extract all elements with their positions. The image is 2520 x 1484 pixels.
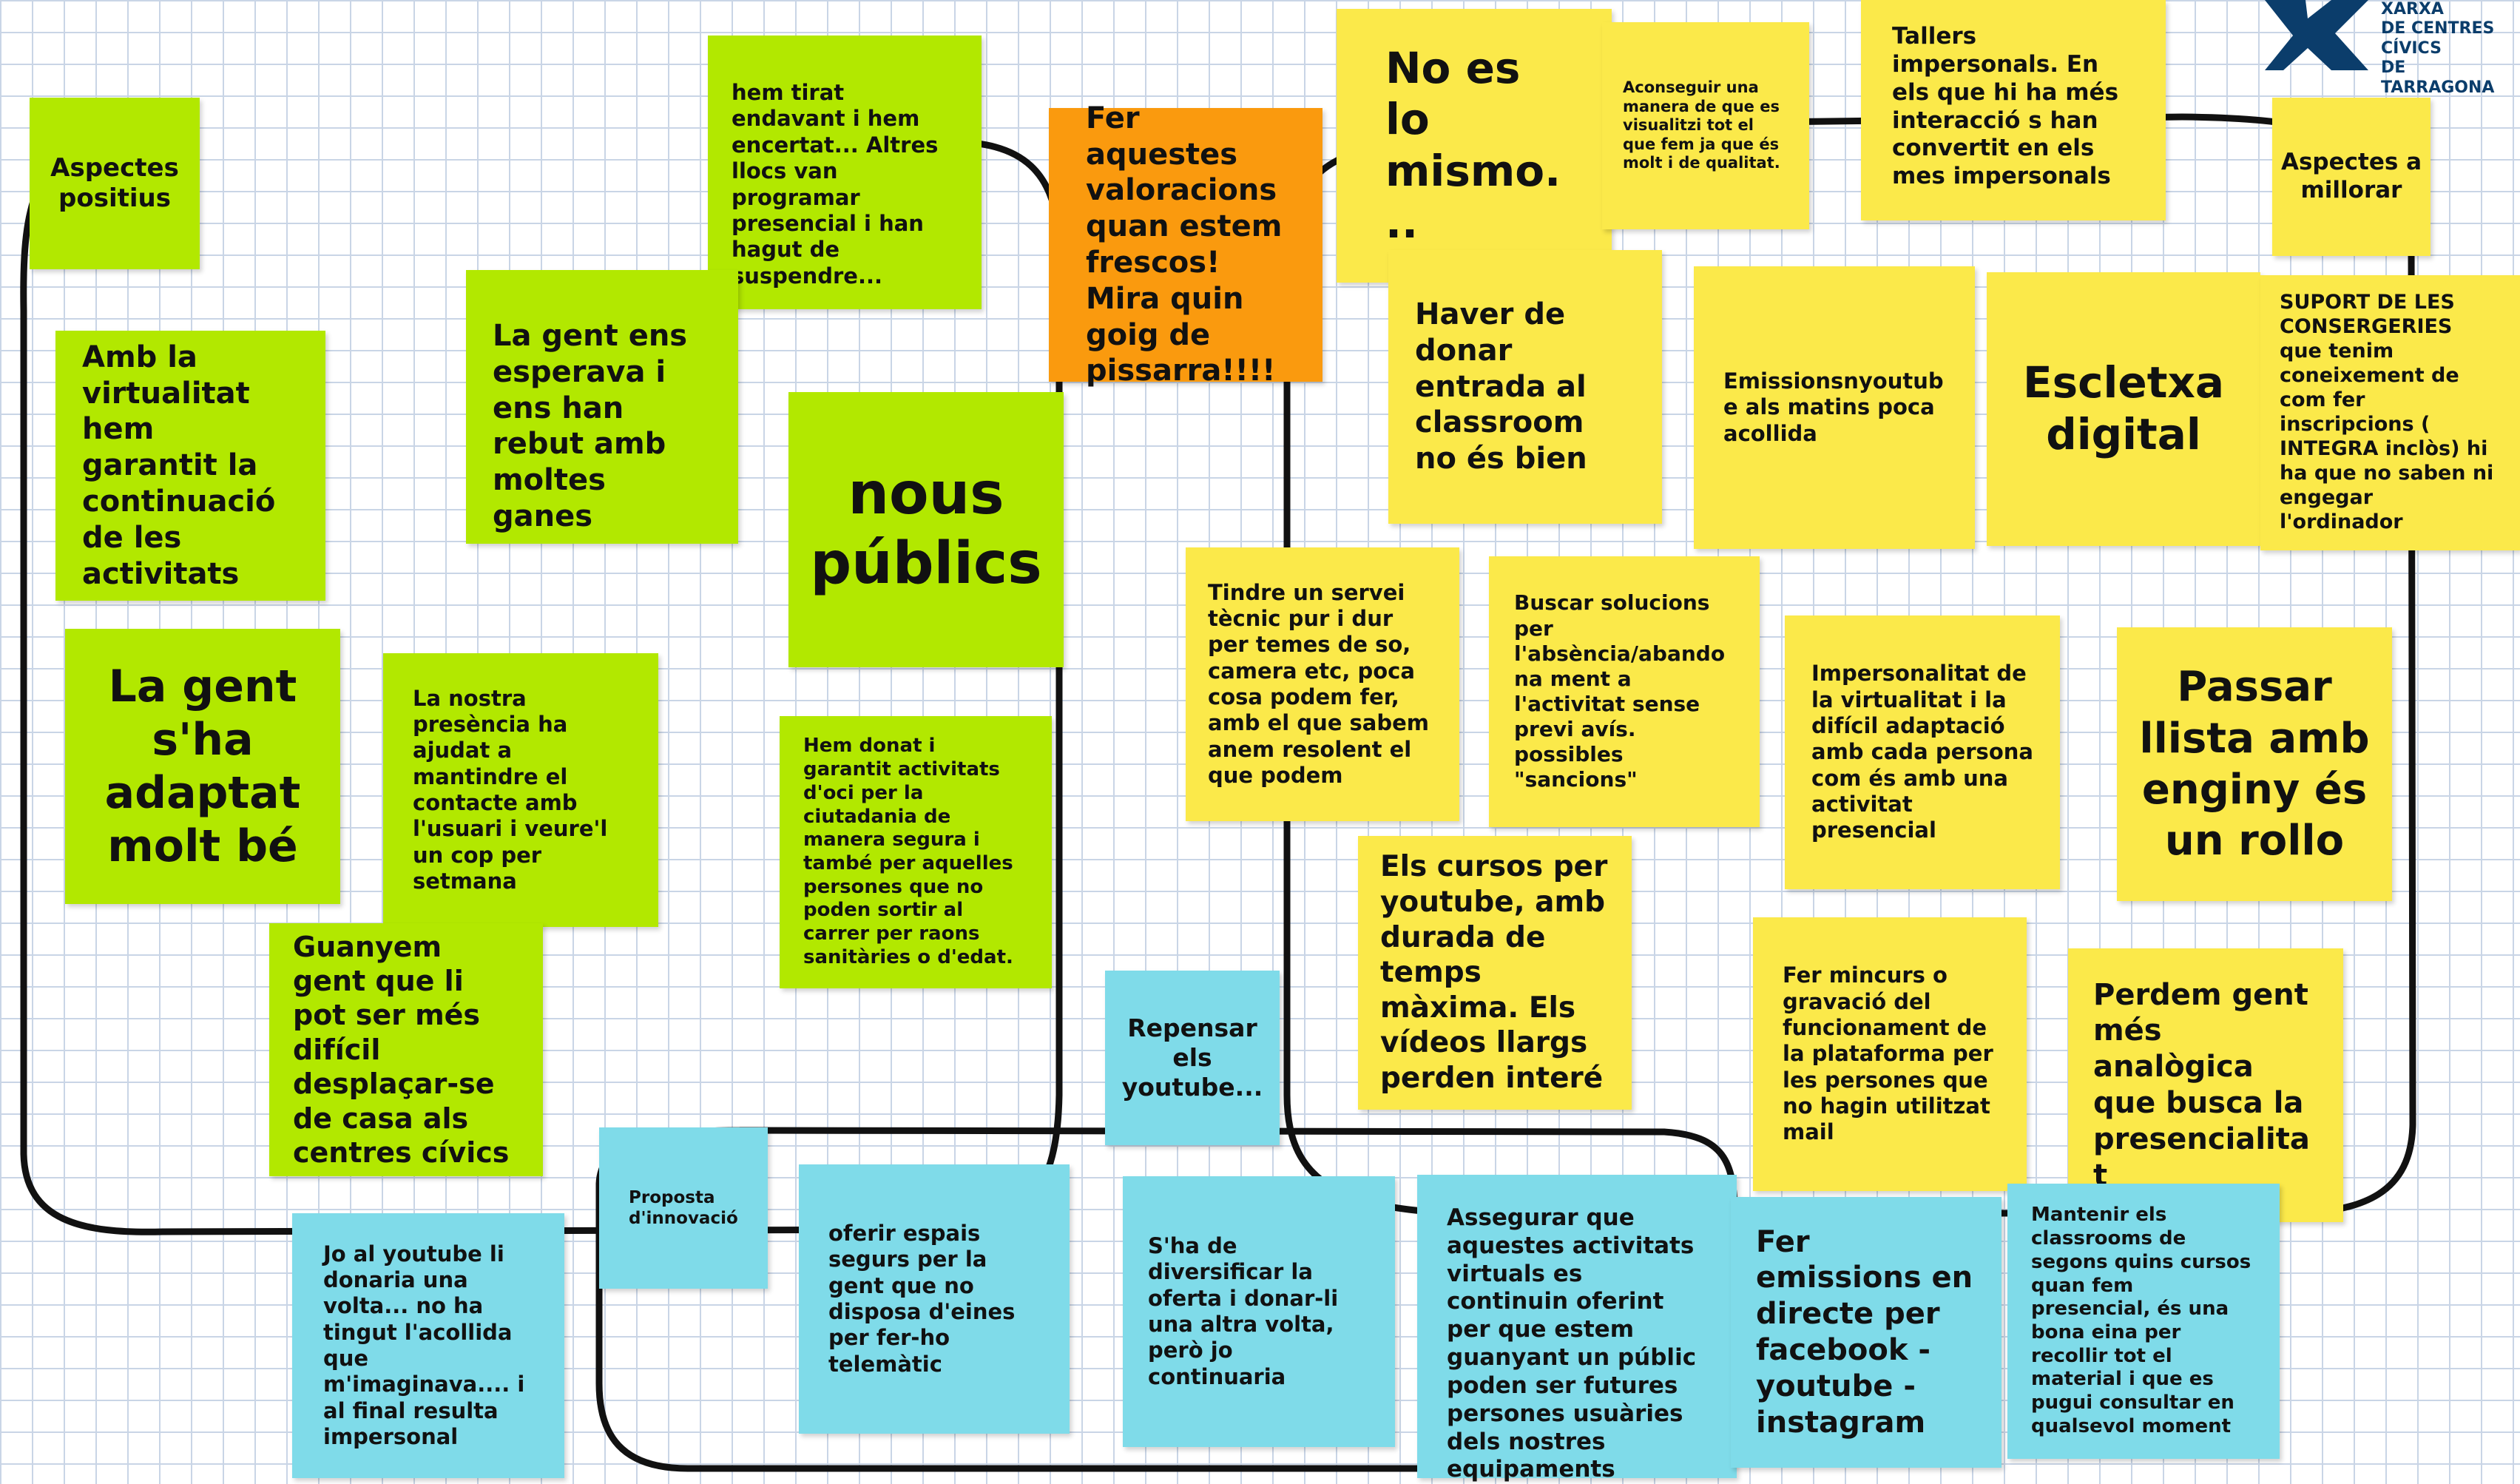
note-la-gent-ens-esperava[interactable]: La gent ens esperava i ens han rebut amb… [466, 270, 738, 544]
note-aspectes-a-millorar[interactable]: Aspectes a millorar [2272, 98, 2431, 256]
note-repensar-els-youtube[interactable]: Repensar els youtube... [1105, 971, 1280, 1145]
note-buscar-solucions[interactable]: Buscar solucions per l'absència/abandona… [1489, 556, 1760, 827]
logo-icon [2265, 0, 2368, 70]
note-impersonalitat[interactable]: Impersonalitat de la virtualitat i la di… [1785, 615, 2060, 889]
logo-line-4: DE TARRAGONA [2381, 58, 2495, 97]
note-hem-tirat-endavant[interactable]: hem tirat endavant i hem encertat... Alt… [708, 36, 982, 309]
note-tallers-impersonals[interactable]: Tallers impersonals. En els que hi ha mé… [1861, 0, 2166, 220]
note-amb-la-virtualitat[interactable]: Amb la virtualitat hem garantit la conti… [55, 331, 325, 601]
logo-line-1: XARXA [2381, 0, 2444, 18]
note-nous-publics[interactable]: nous públics [788, 392, 1064, 667]
note-els-cursos-per-youtube[interactable]: Els cursos per youtube, amb durada de te… [1358, 836, 1632, 1110]
note-escletxa-digital[interactable]: Escletxa digital [1987, 272, 2260, 546]
note-fer-emissions[interactable]: Fer emissions en directe per facebook - … [1731, 1197, 2002, 1468]
note-guanyem-gent[interactable]: Guanyem gent que li pot ser més difícil … [269, 923, 543, 1176]
note-fer-aquestes-valoracions[interactable]: Fer aquestes valoracions quan estem fres… [1049, 101, 1323, 388]
note-proposta-innovacio[interactable]: Proposta d'innovació [599, 1127, 768, 1289]
note-la-gent-sha-adaptat[interactable]: La gent s'ha adaptat molt bé [65, 629, 340, 904]
note-haver-de-donar-entrada[interactable]: Haver de donar entrada al classroom no é… [1388, 250, 1662, 524]
note-fer-mincurs[interactable]: Fer mincurs o gravació del funcionament … [1753, 917, 2027, 1191]
note-jo-al-youtube[interactable]: Jo al youtube li donaria una volta... no… [292, 1213, 564, 1478]
note-suport-consergeries[interactable]: SUPORT DE LES CONSERGERIES que tenim con… [2260, 275, 2520, 550]
note-la-nostra-presencia[interactable]: La nostra presència ha ajudat a mantindr… [383, 653, 658, 927]
note-perdem-gent[interactable]: Perdem gent més analògica que busca la p… [2068, 948, 2343, 1222]
note-passar-llista[interactable]: Passar llista amb enginy és un rollo [2117, 627, 2392, 901]
note-no-es-lo-mismo[interactable]: No es lo mismo... [1337, 9, 1612, 283]
note-mantenir-els-classrooms[interactable]: Mantenir els classrooms de segons quins … [2007, 1184, 2280, 1459]
note-assegurar-que[interactable]: Assegurar que aquestes activitats virtua… [1417, 1175, 1737, 1483]
note-hem-donat-i-garantit[interactable]: Hem donat i garantit activitats d'oci pe… [780, 716, 1052, 988]
note-oferir-espais-segurs[interactable]: oferir espais segurs per la gent que no … [799, 1164, 1070, 1434]
note-emissions-youtube[interactable]: Emissionsnyoutube als matins poca acolli… [1694, 266, 1975, 549]
note-sha-de-diversificar[interactable]: S'ha de diversificar la oferta i donar-l… [1123, 1176, 1395, 1447]
logo-line-2: DE CENTRES [2381, 19, 2495, 38]
note-aspectes-positius[interactable]: Aspectes positius [30, 98, 200, 269]
logo-line-3: CÍVICS [2381, 38, 2442, 58]
logo-text: XARXA DE CENTRES CÍVICS DE TARRAGONA [2381, 0, 2520, 98]
note-aconseguir-una-manera[interactable]: Aconseguir una manera de que es visualit… [1602, 22, 1809, 229]
note-tindre-un-servei[interactable]: Tindre un servei tècnic pur i dur per te… [1186, 547, 1459, 821]
